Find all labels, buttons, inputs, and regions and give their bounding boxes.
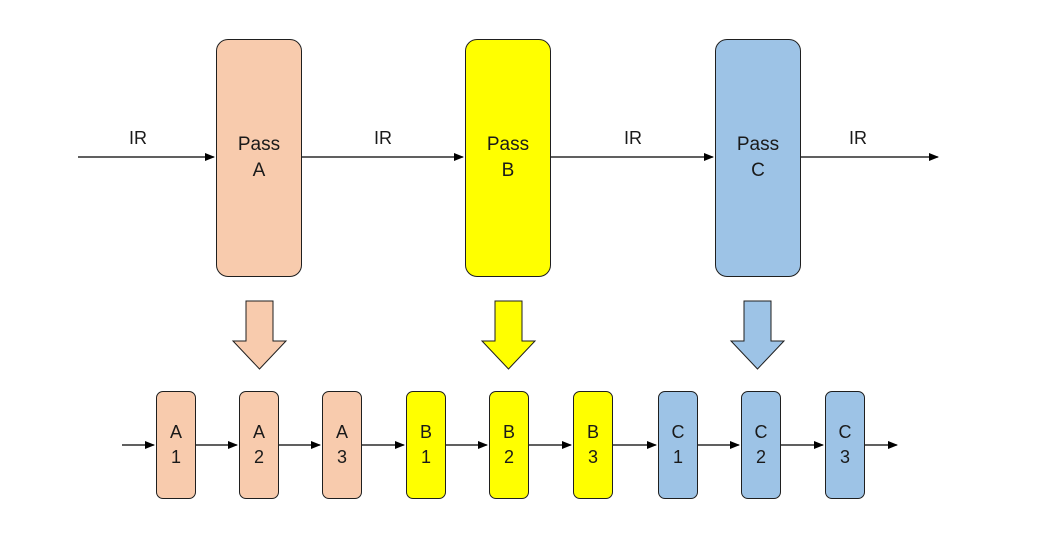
subpass-b2-letter: B — [502, 422, 515, 442]
pass-b-letter: B — [501, 160, 515, 181]
subpass-b2-box: B 2 — [489, 391, 529, 499]
subpass-b3-letter: B — [586, 422, 599, 442]
pass-a-letter: A — [252, 160, 266, 181]
ir-label-4: IR — [849, 128, 867, 148]
pass-a-title: Pass — [237, 134, 281, 155]
subpass-b1-number: 1 — [420, 447, 431, 467]
pass-c-letter: C — [751, 160, 765, 181]
subpass-a1-number: 1 — [170, 447, 181, 467]
subpass-c2-box: C 2 — [741, 391, 781, 499]
pass-a-box: Pass A — [216, 39, 302, 277]
subpass-a2-number: 2 — [253, 447, 264, 467]
subpass-a2-box: A 2 — [239, 391, 279, 499]
ir-label-3: IR — [624, 128, 642, 148]
pass-b-box: Pass B — [465, 39, 551, 277]
subpass-a1-letter: A — [169, 422, 182, 442]
subpass-c3-number: 3 — [839, 447, 850, 467]
subpass-b2-number: 2 — [503, 447, 514, 467]
ir-label-1: IR — [129, 128, 147, 148]
subpass-c2-letter: C — [754, 422, 768, 442]
subpass-a1-box: A 1 — [156, 391, 196, 499]
expand-arrow-c — [729, 300, 786, 370]
pass-b-title: Pass — [486, 134, 530, 155]
subpass-c3-box: C 3 — [825, 391, 865, 499]
subpass-b3-number: 3 — [587, 447, 598, 467]
subpass-b1-letter: B — [419, 422, 432, 442]
subpass-c2-number: 2 — [755, 447, 766, 467]
expand-arrow-a — [231, 300, 288, 370]
ir-label-2: IR — [374, 128, 392, 148]
expand-arrow-b — [480, 300, 537, 370]
subpass-b3-box: B 3 — [573, 391, 613, 499]
pass-c-title: Pass — [736, 134, 780, 155]
pass-c-box: Pass C — [715, 39, 801, 277]
subpass-c1-letter: C — [671, 422, 685, 442]
subpass-c1-number: 1 — [672, 447, 683, 467]
subpass-a2-letter: A — [252, 422, 265, 442]
subpass-a3-letter: A — [335, 422, 348, 442]
subpass-a3-box: A 3 — [322, 391, 362, 499]
subpass-b1-box: B 1 — [406, 391, 446, 499]
subpass-c1-box: C 1 — [658, 391, 698, 499]
subpass-c3-letter: C — [838, 422, 852, 442]
subpass-a3-number: 3 — [336, 447, 347, 467]
